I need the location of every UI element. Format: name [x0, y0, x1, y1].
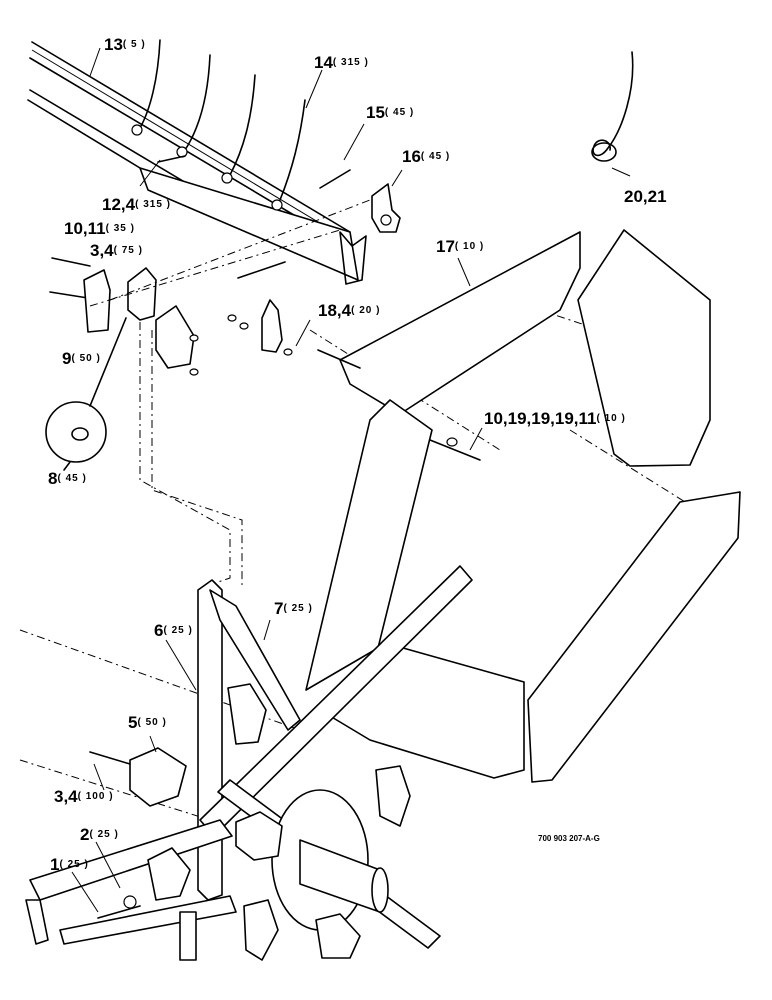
callout-9: 9( 50 ): [62, 349, 101, 368]
panel-17: [339, 231, 581, 415]
callout-12-4: 12,4( 315 ): [102, 195, 171, 214]
callout-3-4-bottom: 3,4( 100 ): [54, 787, 114, 806]
callout-8: 8( 45 ): [48, 469, 87, 488]
callout-13: 13( 5 ): [104, 35, 146, 54]
bracket-plate: [155, 305, 195, 369]
reel-tines: [131, 39, 306, 211]
clamp-18: [261, 299, 283, 353]
panel-right-lower: [527, 491, 741, 783]
reel-tube: [27, 41, 367, 285]
callout-18-4: 18,4( 20 ): [318, 301, 381, 320]
hub-drum: [271, 789, 389, 931]
drawing-code: 700 903 207-A-G: [538, 834, 600, 843]
callout-6: 6( 25 ): [154, 621, 193, 640]
callout-10-11: 10,11( 35 ): [64, 219, 135, 238]
bracket-5: [129, 747, 187, 807]
bracket-9: [83, 269, 111, 333]
callout-1: 1( 25 ): [50, 855, 89, 874]
callout-16: 16( 45 ): [402, 147, 451, 166]
panel-right-upper: [577, 229, 711, 467]
bracket-lower-4: [243, 899, 279, 961]
clamp-16: [371, 183, 401, 233]
bracket-lower-2: [375, 765, 411, 827]
frame-post-6: [197, 579, 223, 901]
callout-3-4-top: 3,4( 75 ): [90, 241, 143, 260]
bracket-lower-5: [315, 913, 361, 959]
bracket-lower-1: [235, 811, 283, 861]
bracket-lower-3: [147, 847, 191, 901]
callout-7: 7( 25 ): [274, 599, 313, 618]
washers: [189, 314, 458, 447]
callout-5: 5( 50 ): [128, 713, 167, 732]
panel-center: [305, 399, 433, 691]
callout-10-19-11: 10,19,19,19,11( 10 ): [484, 409, 626, 428]
leader-lines: [71, 47, 631, 913]
callout-17: 17( 10 ): [436, 237, 485, 256]
bolts-lower: [89, 349, 481, 919]
bracket-mid: [227, 683, 267, 745]
callout-20-21: 20,21: [624, 187, 667, 206]
bracket-3: [127, 267, 157, 321]
bolts-upper: [49, 155, 351, 299]
callout-14: 14( 315 ): [314, 53, 369, 72]
frame-arm-7: [209, 589, 301, 731]
main-frame: [25, 565, 473, 961]
callout-2: 2( 25 ): [80, 825, 119, 844]
detail-circle-8: [45, 317, 127, 471]
callout-15: 15( 45 ): [366, 103, 415, 122]
hook-20-21: [591, 51, 634, 162]
